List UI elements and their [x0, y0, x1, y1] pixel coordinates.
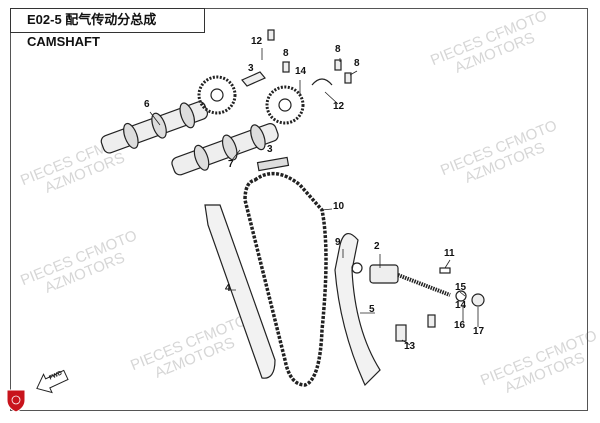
- callout-3: 3: [248, 63, 254, 74]
- callout-12: 12: [251, 36, 263, 47]
- camshaft-intake: [171, 123, 279, 176]
- chain-damper: [256, 156, 290, 172]
- page-title: E02-5 配气传动分总成CAMSHAFT: [10, 8, 205, 49]
- callout-8: 8: [283, 48, 289, 59]
- chain-guide: [204, 204, 276, 379]
- brand-logo: [6, 389, 26, 413]
- camshaft-exhaust: [100, 101, 209, 154]
- diagram-frame: [10, 8, 588, 411]
- callout-15: 15: [455, 282, 467, 293]
- timing-chain: [243, 171, 328, 387]
- callout-3: 3: [267, 144, 273, 155]
- chain-tensioner: [369, 264, 399, 284]
- callout-12: 12: [333, 101, 345, 112]
- callout-13: 13: [404, 341, 416, 352]
- sprocket-exhaust: [197, 75, 237, 115]
- callout-6: 6: [144, 99, 150, 110]
- callout-2: 2: [374, 241, 380, 252]
- callout-5: 5: [369, 304, 375, 315]
- callout-16: 16: [454, 320, 466, 331]
- callout-17: 17: [473, 326, 485, 337]
- callout-10: 10: [333, 201, 345, 212]
- tensioner-arm: [334, 233, 381, 387]
- forward-arrow-icon: [36, 369, 69, 394]
- callout-8: 8: [354, 58, 360, 69]
- callout-9: 9: [335, 237, 341, 248]
- callout-11: 11: [444, 248, 455, 259]
- callout-14: 14: [295, 66, 307, 77]
- callout-8: 8: [335, 44, 341, 55]
- callout-14: 14: [455, 300, 467, 311]
- callout-7: 7: [228, 159, 234, 170]
- callout-4: 4: [225, 283, 231, 294]
- sprocket-intake: [265, 85, 305, 125]
